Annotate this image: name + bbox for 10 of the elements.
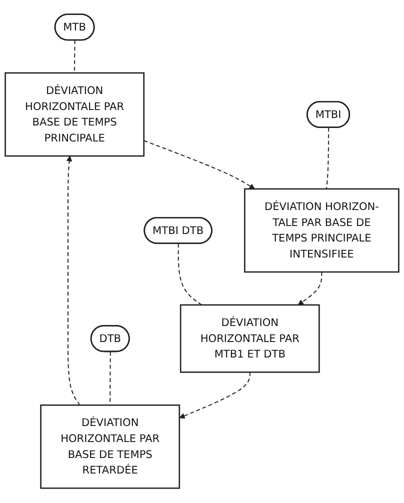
- connector: [326, 127, 330, 190]
- node-box: DÉVIATION HORIZONTALE PAR MTB1 ET DTB: [180, 304, 320, 374]
- node-box: DÉVIATION HORIZONTALE PAR BASE DE TEMPS RETARDÉE: [40, 404, 180, 490]
- arrow: [298, 272, 322, 306]
- arrow: [143, 140, 255, 190]
- connector: [178, 243, 202, 306]
- node-box: DÉVIATION HORIZONTALE PAR BASE DE TEMPS PRINCIPALE: [4, 72, 145, 157]
- arrow: [179, 372, 250, 419]
- arrow: [66, 156, 80, 406]
- node-box: DÉVIATION HORIZON- TALE PAR BASE DE TEMPS PRINCIPALE INTENSIFIEE: [244, 188, 400, 273]
